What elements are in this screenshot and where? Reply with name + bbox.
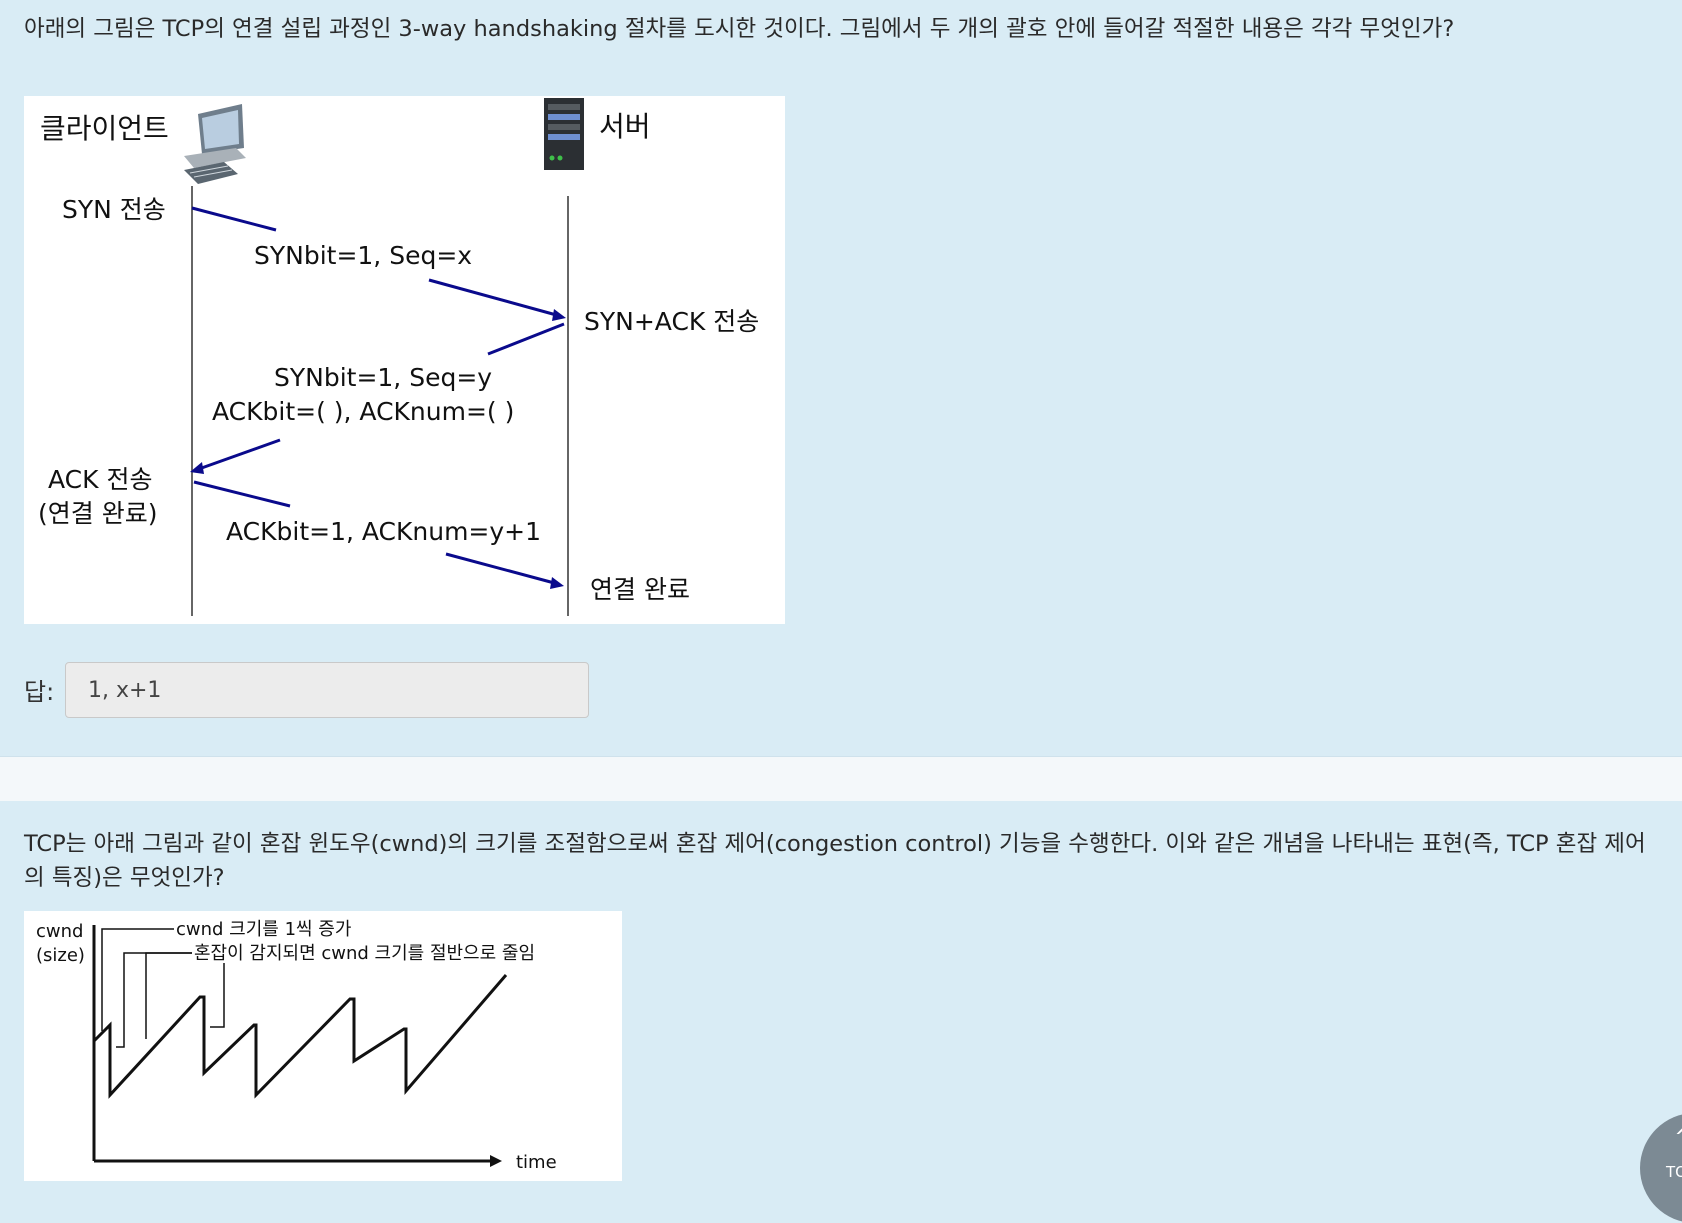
annotation-halve-leader [116,952,225,1048]
synack-arrow [195,322,565,472]
question-1-text: 아래의 그림은 TCP의 연결 설립 과정인 3-way handshaking… [24,16,1455,42]
annotation-increase-leader [101,928,174,1031]
server-label: 서버 [599,110,651,143]
y-axis-label-line2: (size) [36,945,85,966]
server-icon [544,98,584,170]
syn-send-label: SYN 전송 [62,195,166,224]
msg2-line1: SYNbit=1, Seq=y [274,363,492,392]
computer-icon [184,104,246,184]
cwnd-curve [92,974,508,1099]
ack-arrow [193,480,559,586]
x-axis-label: time [516,1152,557,1173]
annotation-halve: 혼잡이 감지되면 cwnd 크기를 절반으로 줄임 [194,943,535,964]
answer-field[interactable]: 1, x+1 [65,662,589,718]
top-button-label: TOP [1666,1163,1682,1181]
handshake-diagram: 클라이언트 서버 SYN 전송 SYNbit=1, Seq=x S [24,96,785,624]
answer-value: 1, x+1 [88,677,162,703]
annotation-increase: cwnd 크기를 1씩 증가 [176,919,351,940]
syn-arrow [191,206,561,318]
msg3-label: ACKbit=1, ACKnum=y+1 [226,517,541,546]
msg2-line2: ACKbit=( ), ACKnum=( ) [212,397,514,426]
client-label: 클라이언트 [40,112,169,145]
synack-send-label: SYN+ACK 전송 [584,307,759,336]
question-2-text: TCP는 아래 그림과 같이 혼잡 윈도우(cwnd)의 크기를 조절함으로써 … [24,831,1646,891]
answer-label: 답: [24,678,55,706]
conn-done-server-label: 연결 완료 [590,575,690,604]
cwnd-chart: cwnd (size) time cwnd 크기를 1씩 증가 혼잡이 감지되면… [24,911,622,1181]
msg1-label: SYNbit=1, Seq=x [254,241,472,270]
conn-done-client-label: (연결 완료) [38,499,157,528]
chevron-up-icon: ^ [1674,1123,1682,1151]
section-divider [0,756,1682,802]
x-axis-arrowhead [490,1155,502,1167]
y-axis-label-line1: cwnd [36,921,83,942]
ack-send-label: ACK 전송 [48,465,152,494]
